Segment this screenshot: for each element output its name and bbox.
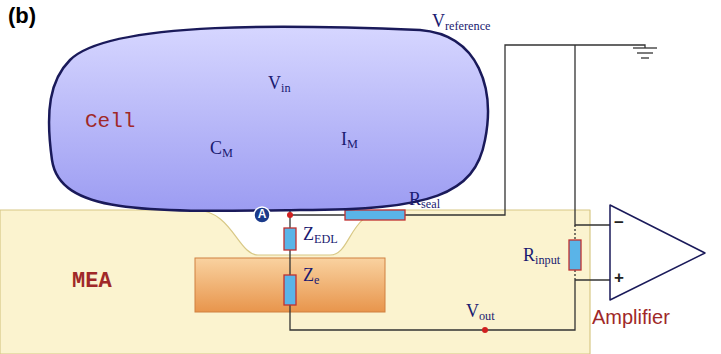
text-holder: Rseal	[409, 190, 440, 212]
resistor-symbol	[569, 240, 581, 270]
mea-label: MEA	[72, 270, 112, 294]
terminal-name: Vin	[268, 74, 291, 96]
text-holder: Vout	[466, 302, 495, 324]
text-holder: ZEDL	[303, 225, 338, 247]
text-holder: MEA	[72, 270, 112, 294]
cell-label: Cell	[85, 110, 135, 133]
node-marker: A	[253, 206, 271, 224]
text-holder: Rinput	[523, 246, 560, 268]
terminal-name: Vreference	[432, 12, 491, 34]
resistor-symbol	[345, 210, 405, 220]
text-holder: Vin	[268, 74, 291, 96]
text-holder: (b)	[8, 4, 36, 28]
node-letter: A	[258, 208, 267, 221]
component-name: Rinput	[523, 246, 560, 268]
text-holder: IM	[341, 130, 358, 152]
component-name: CM	[210, 139, 233, 161]
text-holder: +	[614, 269, 624, 288]
ground-symbol	[633, 48, 657, 58]
impedance-symbol	[284, 275, 296, 305]
text-holder: Cell	[85, 110, 135, 133]
text-holder: CM	[210, 139, 233, 161]
text-holder: A	[258, 208, 267, 221]
amplifier-symbol: Amplifier−+	[600, 205, 715, 330]
impedance-symbol	[284, 228, 296, 250]
amplifier-label: Amplifier	[592, 306, 670, 328]
text-holder: −	[614, 214, 624, 233]
text-holder: Amplifier	[592, 306, 670, 328]
panel-letter: (b)	[8, 4, 36, 28]
input-sign: +	[614, 269, 624, 288]
input-sign: −	[614, 214, 624, 233]
cell-body: Cell	[45, 18, 500, 218]
component-name: ZEDL	[303, 225, 338, 247]
component-name: Rseal	[409, 190, 440, 212]
component-name: IM	[341, 130, 358, 152]
text-holder: Vreference	[432, 12, 491, 34]
terminal-name: Vout	[466, 302, 495, 324]
text-holder: Ze	[303, 266, 319, 288]
component-name: Ze	[303, 266, 319, 288]
